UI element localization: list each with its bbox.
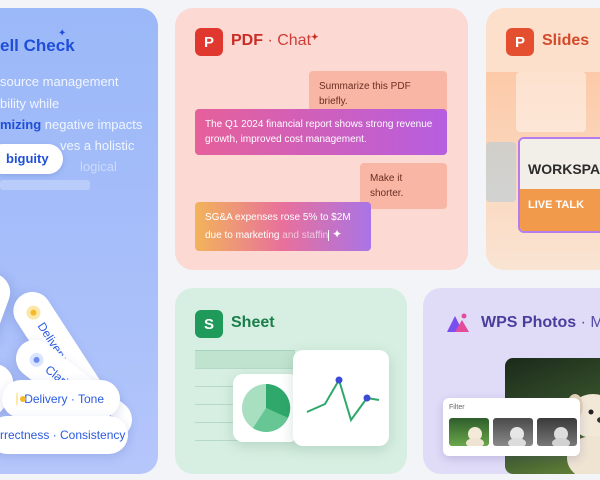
chat-message-user: Make it shorter. bbox=[360, 163, 447, 209]
workspace-title: WORKSPACE bbox=[520, 139, 600, 189]
spell-text-line: mizing negative impacts bbox=[0, 117, 143, 132]
sheet-app-icon: S bbox=[195, 310, 223, 338]
pdf-app-icon: P bbox=[195, 28, 223, 56]
photos-card: WPS Photos · Ma Filter bbox=[423, 288, 600, 474]
slide-thumbnail bbox=[516, 72, 586, 132]
pie-chart-icon bbox=[242, 383, 291, 432]
suggestion-dot-icon bbox=[16, 392, 27, 406]
filter-panel: Filter bbox=[443, 398, 580, 456]
pie-chart-card bbox=[233, 374, 299, 442]
photos-app-icon bbox=[447, 313, 469, 332]
slide-thumbnail bbox=[486, 142, 516, 202]
slides-app-icon: P bbox=[506, 28, 534, 56]
chat-message-ai: The Q1 2024 financial report shows stron… bbox=[195, 109, 447, 155]
suggestion-dot-icon bbox=[26, 350, 47, 370]
filter-option[interactable] bbox=[537, 418, 577, 446]
sparkle-icon: ✦ bbox=[311, 32, 319, 42]
slides-title: Slides bbox=[542, 32, 590, 49]
blurred-text-line bbox=[0, 180, 90, 190]
spell-text-line: logical bbox=[80, 159, 117, 174]
filter-option[interactable] bbox=[493, 418, 533, 446]
filter-label: Filter bbox=[449, 404, 465, 411]
spell-text-line: bility while bbox=[0, 96, 60, 111]
spell-check-card: ell Check ✦ source management bility whi… bbox=[0, 8, 158, 474]
sparkle-icon: ✦ bbox=[58, 28, 67, 39]
highlighted-word: mizing bbox=[0, 117, 42, 132]
cursor bbox=[328, 229, 330, 241]
photos-title: WPS Photos · Ma bbox=[481, 314, 600, 331]
line-chart-icon bbox=[306, 376, 380, 423]
sheet-title: Sheet bbox=[231, 314, 275, 331]
spell-text-line: source management bbox=[0, 74, 119, 89]
sheet-card: S Sheet bbox=[175, 288, 407, 474]
suggestion-tag[interactable]: rrectness · Consistency bbox=[0, 416, 128, 454]
chat-message-ai: SG&A expenses rose 5% to $2M due to mark… bbox=[195, 202, 371, 251]
spell-check-title: ell Check bbox=[0, 36, 75, 55]
ambiguity-suggestion[interactable]: biguity bbox=[0, 144, 63, 174]
pdf-chat-card: P PDF · Chat✦ Summarize this PDF briefly… bbox=[175, 8, 468, 270]
workspace-subtitle: LIVE TALK bbox=[520, 189, 600, 231]
sparkle-icon: ✦ bbox=[332, 227, 343, 241]
spell-text-line: ves a holistic bbox=[60, 138, 135, 153]
suggestion-dot-icon bbox=[23, 302, 44, 323]
line-chart-card bbox=[293, 350, 389, 446]
slide-preview-workspace[interactable]: WORKSPACE LIVE TALK bbox=[518, 137, 600, 233]
suggestion-tag[interactable]: Delivery · Tone bbox=[2, 380, 120, 418]
pdf-title: PDF · Chat✦ bbox=[231, 32, 319, 49]
filter-option[interactable] bbox=[449, 418, 489, 446]
